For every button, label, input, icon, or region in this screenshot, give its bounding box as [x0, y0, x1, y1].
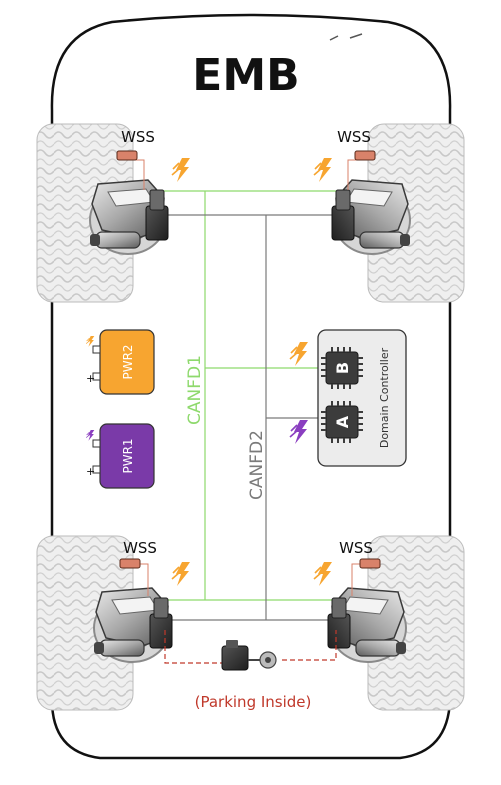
parking-dashed-line: [164, 630, 337, 664]
wss-sensor-rear-left: [119, 558, 141, 569]
car-body-notch: [329, 33, 363, 41]
parking-inside-label: (Parking Inside): [195, 693, 312, 711]
brake-caliper-rear-right: [327, 587, 407, 663]
chip-a-label: A: [333, 415, 352, 428]
wss-sensor-rear-right: [359, 558, 381, 569]
diagram-title: EMB: [192, 50, 299, 101]
wss-label-front-right: WSS: [337, 128, 371, 146]
wss-sensor-front-left: [116, 150, 138, 161]
brake-caliper-front-right: [331, 179, 411, 255]
brake-caliper-rear-left: [93, 587, 173, 663]
domain-controller-label: Domain Controller: [378, 347, 391, 448]
chip-b-label: B: [333, 362, 352, 374]
pwr1-label: PWR1: [121, 438, 135, 473]
pwr2-power-supply: PWR2 +: [85, 329, 155, 395]
wss-label-rear-left: WSS: [123, 539, 157, 557]
svg-text:+: +: [86, 465, 95, 478]
canfd1-label: CANFD1: [185, 355, 205, 425]
domain-controller: B A Domain Controller: [317, 329, 407, 467]
wss-label-rear-right: WSS: [339, 539, 373, 557]
pwr2-label: PWR2: [121, 344, 135, 379]
wss-sensor-front-right: [354, 150, 376, 161]
pwr1-power-supply: PWR1 +: [85, 423, 155, 489]
canfd2-network: [160, 214, 345, 621]
wss-label-front-left: WSS: [121, 128, 155, 146]
parking-motor-icon: [221, 640, 277, 671]
brake-caliper-front-left: [89, 179, 169, 255]
canfd2-label: CANFD2: [247, 430, 267, 500]
svg-text:+: +: [86, 372, 95, 385]
canfd1-network: [155, 190, 350, 601]
